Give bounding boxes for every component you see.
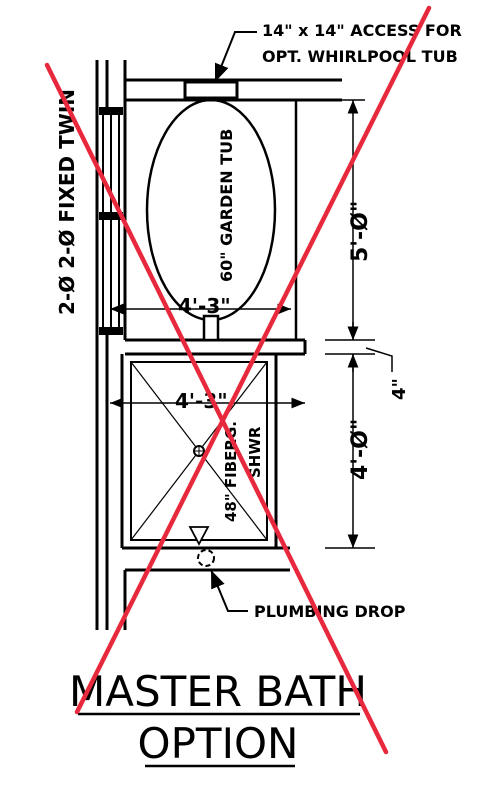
fixed-twin-window [99, 107, 123, 335]
plumbing-drop [197, 549, 248, 612]
plumbing-note: PLUMBING DROP [254, 602, 406, 621]
fiberglass-shower [120, 354, 290, 550]
access-note-line2: OPT. WHIRLPOOL TUB [262, 47, 458, 66]
title-block: MASTER BATH OPTION [69, 667, 367, 768]
cross-out-mark [44, 5, 432, 755]
garden-tub [145, 98, 277, 322]
title-line2: OPTION [138, 719, 299, 768]
tub-length-label: 5'-Ø" [348, 201, 373, 262]
shower-label-line2: SHWR [246, 426, 264, 478]
access-note-line1: 14" x 14" ACCESS FOR [262, 21, 462, 40]
tub-width-label: 4'-3" [178, 294, 231, 318]
tub-label: 60" GARDEN TUB [217, 129, 236, 282]
dimension-lines-right [325, 99, 393, 549]
lower-walls [123, 568, 290, 630]
shower-length-label: 4'-Ø" [348, 419, 373, 480]
bath-walls [123, 60, 342, 356]
tub-faucet [202, 314, 220, 342]
shower-width-label: 4'-3" [175, 389, 228, 413]
wall-thickness-label: 4" [389, 378, 410, 400]
access-leader [214, 31, 257, 83]
title-line1: MASTER BATH [69, 667, 367, 716]
